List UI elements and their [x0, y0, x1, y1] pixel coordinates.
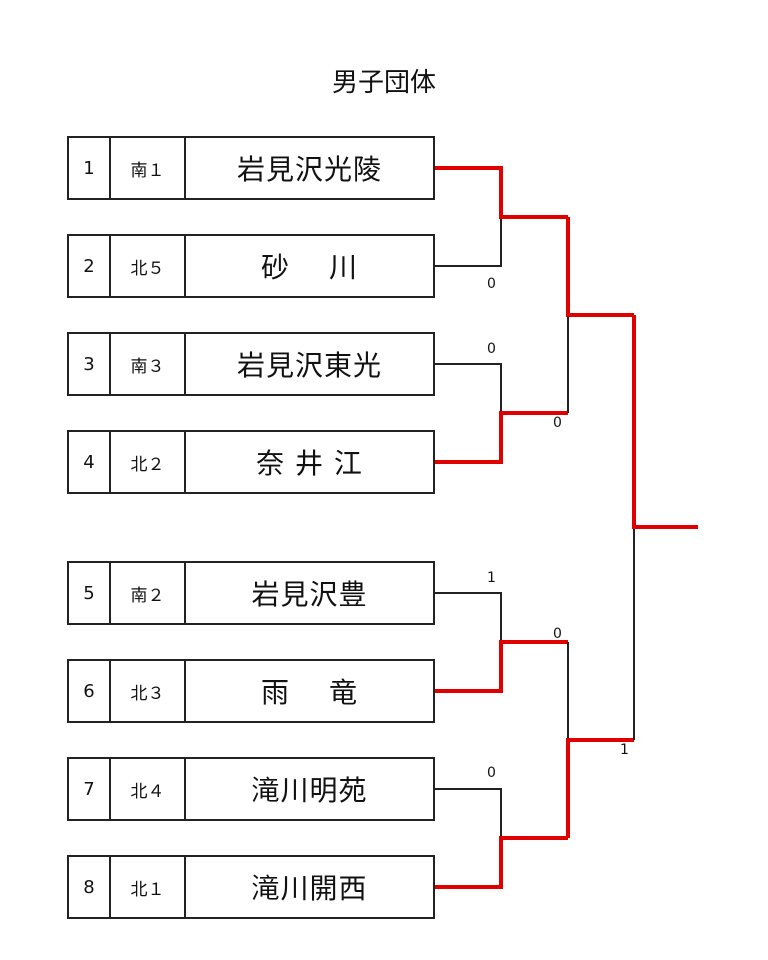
winner-line: [632, 315, 698, 529]
team-row-8: 8 北１ 滝川開西: [67, 855, 435, 919]
region-slot: 南１: [111, 138, 186, 198]
team-row-5: 5 南２ 岩見沢豊: [67, 561, 435, 625]
region-slot: 北２: [111, 432, 186, 492]
score-label: 0: [487, 276, 496, 292]
winner-line: [435, 640, 568, 693]
bracket-line: [435, 363, 502, 413]
score-label: 1: [487, 570, 496, 586]
team-name: 滝川明苑: [251, 774, 368, 807]
team-row-3: 3 南３ 岩見沢東光: [67, 332, 435, 396]
bracket-line: [435, 592, 502, 642]
team-row-1: 1 南１ 岩見沢光陵: [67, 136, 435, 200]
winner-line: [435, 166, 568, 219]
score-label: 0: [553, 626, 562, 642]
region-slot: 北３: [111, 661, 186, 721]
region-slot: 北４: [111, 759, 186, 819]
team-name: 雨 竜: [261, 676, 358, 709]
region-slot: 北１: [111, 857, 186, 917]
seed-number: 4: [69, 432, 111, 492]
seed-number: 1: [69, 138, 111, 198]
region-slot: 南２: [111, 563, 186, 623]
score-label: 0: [487, 765, 496, 781]
team-row-7: 7 北４ 滝川明苑: [67, 757, 435, 821]
winner-line: [566, 738, 634, 838]
bracket-line: [435, 788, 502, 838]
winner-line: [435, 836, 568, 889]
seed-number: 2: [69, 236, 111, 296]
seed-number: 3: [69, 334, 111, 394]
team-name: 岩見沢東光: [236, 349, 382, 382]
bracket-title: 男子団体: [331, 68, 436, 98]
team-name: 砂 川: [261, 251, 358, 284]
score-label: 1: [620, 742, 629, 758]
seed-number: 7: [69, 759, 111, 819]
team-row-6: 6 北３ 雨 竜: [67, 659, 435, 723]
seed-number: 5: [69, 563, 111, 623]
score-label: 0: [553, 415, 562, 431]
team-row-2: 2 北５ 砂 川: [67, 234, 435, 298]
seed-number: 8: [69, 857, 111, 917]
team-name: 奈 井 江: [256, 447, 363, 480]
winner-line: [435, 411, 568, 464]
team-row-4: 4 北２ 奈 井 江: [67, 430, 435, 494]
region-slot: 南３: [111, 334, 186, 394]
seed-number: 6: [69, 661, 111, 721]
team-name: 岩見沢光陵: [236, 153, 382, 186]
region-slot: 北５: [111, 236, 186, 296]
score-label: 0: [487, 341, 496, 357]
team-name: 滝川開西: [251, 872, 368, 905]
winner-line: [566, 217, 634, 317]
bracket-line: [435, 217, 502, 267]
team-name: 岩見沢豊: [251, 578, 368, 611]
